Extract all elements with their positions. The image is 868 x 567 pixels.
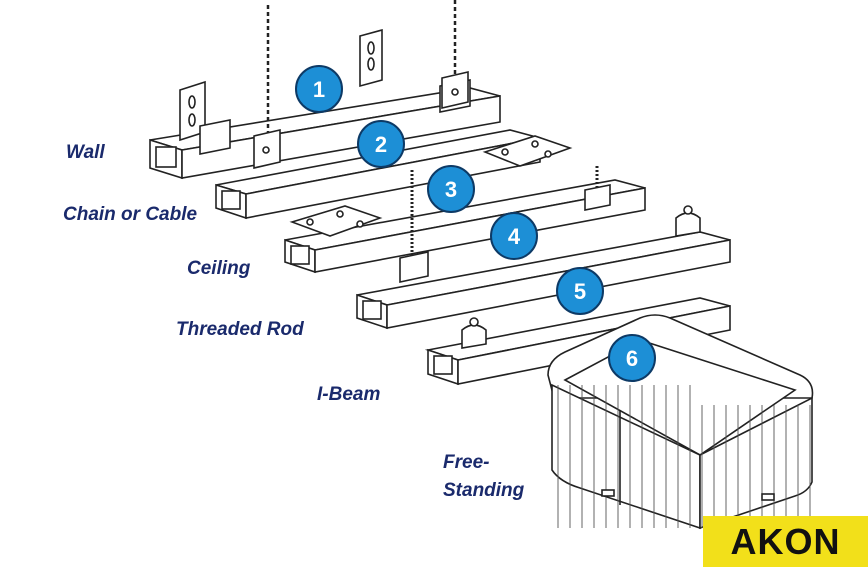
badge-6: 6 [608,334,656,382]
badge-3: 3 [427,165,475,213]
badge-6-number: 6 [626,346,638,371]
ceiling-mount-track [284,135,646,274]
label-free-standing-line1: Free- [443,452,490,473]
badge-1-number: 1 [313,77,325,102]
badge-5-number: 5 [574,279,586,304]
badge-2: 2 [357,120,405,168]
badge-4: 4 [490,212,538,260]
badge-2-number: 2 [375,132,387,157]
akon-logo-text: AKON [730,520,841,562]
badge-1: 1 [295,65,343,113]
label-chain-or-cable: Chain or Cable [63,204,198,225]
akon-logo: AKON [703,516,868,567]
label-free-standing-line2: Standing [443,480,525,501]
badge-3-number: 3 [445,177,457,202]
free-standing-enclosure [547,314,814,530]
label-wall: Wall [66,142,105,163]
label-ceiling: Ceiling [187,258,251,279]
label-ibeam: I-Beam [317,384,381,405]
label-threaded-rod: Threaded Rod [176,319,304,340]
badge-5: 5 [556,267,604,315]
badge-4-number: 4 [508,224,521,249]
